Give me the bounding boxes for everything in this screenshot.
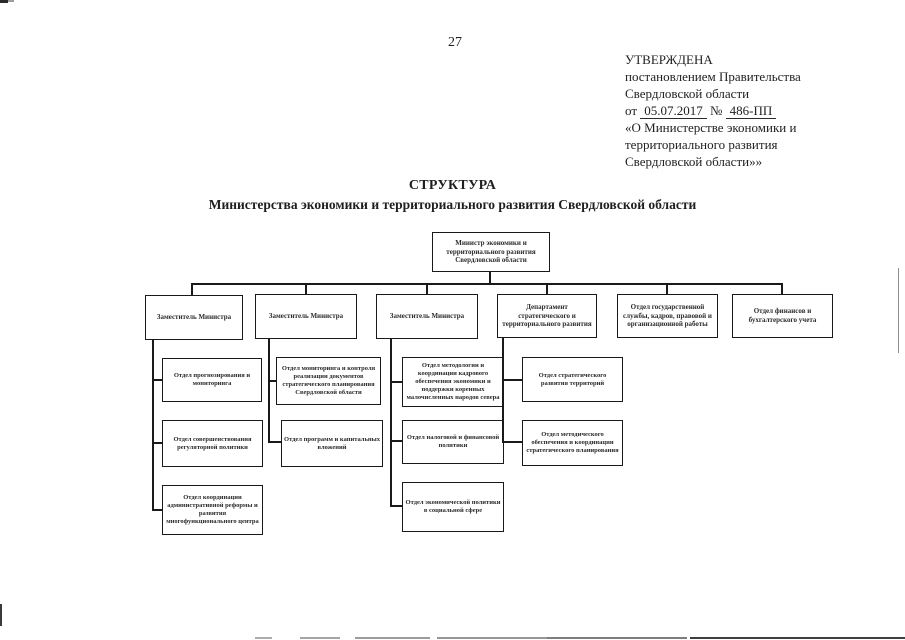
org-box-regulatory-policy: Отдел совершенствования регуляторной пол… xyxy=(162,420,263,467)
org-box-forecasting-monitoring: Отдел прогнозирования и мониторинга xyxy=(162,358,262,402)
approval-line-region: Свердловской области xyxy=(625,86,750,101)
org-box-monitoring-control: Отдел мониторинга и контроля реализации … xyxy=(276,357,381,405)
scan-artifact-bottom-3 xyxy=(355,637,430,639)
org-box-minister: Министр экономики и территориального раз… xyxy=(432,232,550,272)
approval-block: УТВЕРЖДЕНА постановлением Правительства … xyxy=(625,51,875,170)
connector-drop-5 xyxy=(666,283,668,294)
org-box-deputy-minister-3: Заместитель Министра xyxy=(376,294,478,339)
connector-branch1-stub-1 xyxy=(152,379,162,381)
approval-quote-line-3: Свердловской области»» xyxy=(625,154,763,169)
connector-branch4-stub-1 xyxy=(502,379,522,381)
document-subtitle: Министерства экономики и территориальног… xyxy=(208,197,697,212)
connector-drop-2 xyxy=(305,283,307,294)
approval-line-approved: УТВЕРЖДЕНА xyxy=(625,52,713,67)
connector-branch3-stub-1 xyxy=(390,381,402,383)
approval-quote-line-1: «О Министерстве экономики и xyxy=(625,120,797,135)
document-title: СТРУКТУРА xyxy=(408,178,497,193)
scan-artifact-left-edge xyxy=(0,604,2,626)
scan-artifact-bottom-1 xyxy=(255,637,272,639)
connector-branch3-stub-3 xyxy=(390,505,402,507)
connector-branch2-vertical xyxy=(268,339,270,443)
scan-artifact-bottom-5 xyxy=(547,637,687,639)
connector-branch3-vertical xyxy=(390,339,392,507)
connector-branch4-stub-2 xyxy=(502,441,522,443)
approval-from-label: от xyxy=(625,103,638,118)
scan-artifact-bottom-2 xyxy=(300,637,340,639)
scan-artifact-corner-dark xyxy=(0,0,8,3)
approval-line-date-number: от 05.07.2017 № 486-ПП xyxy=(625,102,875,119)
connector-drop-3 xyxy=(426,283,428,294)
org-box-deputy-minister-2: Заместитель Министра xyxy=(255,294,357,339)
org-box-methodology-personnel: Отдел методологии и координации кадровог… xyxy=(402,357,504,407)
approval-doc-number: 486-ПП xyxy=(725,103,777,119)
org-box-civil-service-department: Отдел государственной службы, кадров, пр… xyxy=(617,294,718,338)
scan-artifact-right-edge xyxy=(898,268,899,353)
approval-number-sign: № xyxy=(710,103,723,118)
org-box-programs-investments: Отдел программ и капитальных вложений xyxy=(281,420,383,467)
scan-artifact-corner-gray xyxy=(8,0,14,2)
approval-quote-line-2: территориального развития xyxy=(625,137,778,152)
connector-branch1-vertical xyxy=(152,340,154,511)
org-box-administrative-reform: Отдел координации административной рефор… xyxy=(162,485,263,535)
org-box-strategic-department: Департамент стратегического и территориа… xyxy=(497,294,597,338)
org-box-territory-development: Отдел стратегического развития территори… xyxy=(522,357,623,402)
org-box-deputy-minister-1: Заместитель Министра xyxy=(145,295,243,340)
connector-main-horizontal xyxy=(191,283,783,285)
approval-line-resolution: постановлением Правительства xyxy=(625,69,801,84)
connector-branch1-stub-3 xyxy=(152,509,162,511)
connector-branch2-stub-1 xyxy=(268,380,276,382)
scan-artifact-bottom-6 xyxy=(690,637,905,639)
connector-branch4-vertical xyxy=(502,338,504,443)
connector-root-drop xyxy=(489,272,491,285)
connector-branch2-stub-2 xyxy=(268,441,281,443)
org-box-strategic-planning-support: Отдел методического обеспечения и коорди… xyxy=(522,420,623,466)
connector-drop-6 xyxy=(781,283,783,294)
org-box-finance-department: Отдел финансов и бухгалтерского учета xyxy=(732,294,833,338)
page-number: 27 xyxy=(448,35,462,50)
connector-drop-1 xyxy=(191,283,193,295)
connector-drop-4 xyxy=(546,283,548,294)
connector-branch3-stub-2 xyxy=(390,440,402,442)
scan-artifact-bottom-4 xyxy=(437,637,547,639)
org-box-tax-finance-policy: Отдел налоговой и финансовой политики xyxy=(402,420,504,464)
org-box-social-economic-policy: Отдел экономической политики в социально… xyxy=(402,482,504,532)
connector-branch1-stub-2 xyxy=(152,442,162,444)
approval-date: 05.07.2017 xyxy=(640,103,707,119)
